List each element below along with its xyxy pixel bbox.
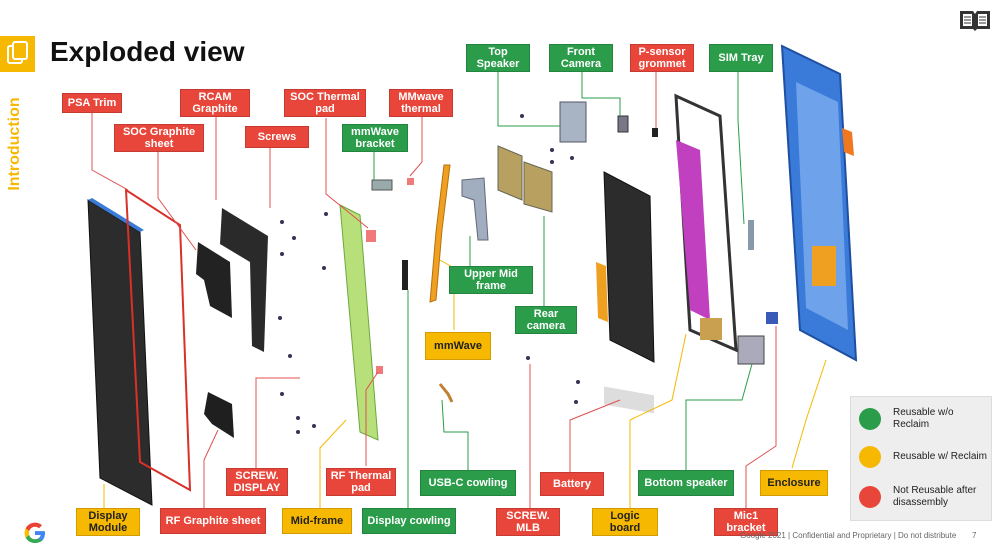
legend-text: Not Reusable after disassembly xyxy=(893,485,977,508)
legend-item-reusable-reclaim: Reusable w/ Reclaim xyxy=(859,446,987,468)
psa-trim-part xyxy=(124,188,192,492)
legend-dot-yellow xyxy=(859,446,881,468)
label-sim-tray: SIM Tray xyxy=(709,44,773,72)
page-number: 7 xyxy=(972,531,977,540)
legend: Reusable w/o Reclaim Reusable w/ Reclaim… xyxy=(850,396,992,521)
usb-c-cowling-part xyxy=(438,383,454,403)
mid-frame-part xyxy=(339,204,379,441)
p-sensor-grommet-part xyxy=(652,128,658,137)
label-battery: Battery xyxy=(540,472,604,496)
label-soc-thermal-pad: SOC Thermal pad xyxy=(284,89,366,117)
label-logic-board: Logic board xyxy=(592,508,658,536)
legend-dot-red xyxy=(859,486,881,508)
label-mmwave: mmWave xyxy=(425,332,491,360)
label-screw-display: SCREW. DISPLAY xyxy=(226,468,288,496)
mic1-bracket-part xyxy=(766,312,778,324)
label-mmwave-thermal: MMwave thermal xyxy=(389,89,453,117)
mmwave-part xyxy=(429,164,451,303)
display-cowling-part xyxy=(402,260,408,290)
book-icon xyxy=(958,8,992,37)
legend-item-reusable-no-reclaim: Reusable w/o Reclaim xyxy=(859,407,991,431)
label-mmwave-bracket: mmWave bracket xyxy=(342,124,408,152)
logic-board-part xyxy=(674,93,738,353)
sim-tray-part xyxy=(748,220,754,250)
label-rf-thermal-pad: RF Thermal pad xyxy=(326,468,396,496)
label-p-sensor-grommet: P-sensor grommet xyxy=(630,44,694,72)
soc-thermal-pad-part xyxy=(366,230,376,242)
label-soc-graphite-sheet: SOC Graphite sheet xyxy=(114,124,204,152)
label-mid-frame: Mid-frame xyxy=(282,508,352,534)
enclosure-part xyxy=(780,44,858,362)
legend-text: Reusable w/o Reclaim xyxy=(893,407,954,430)
legend-text: Reusable w/ Reclaim xyxy=(893,451,987,462)
label-display-module: Display Module xyxy=(76,508,140,536)
legend-item-not-reusable: Not Reusable after disassembly xyxy=(859,485,991,509)
google-logo xyxy=(22,520,48,553)
mmwave-bracket-part xyxy=(371,179,393,191)
label-front-camera: Front Camera xyxy=(549,44,613,72)
label-rear-camera: Rear camera xyxy=(515,306,577,334)
label-top-speaker: Top Speaker xyxy=(466,44,530,72)
rear-camera-part xyxy=(497,145,553,213)
soc-graphite-part xyxy=(196,242,232,318)
mmwave-thermal-part xyxy=(407,178,414,185)
screws-part xyxy=(278,114,580,434)
label-display-cowling: Display cowling xyxy=(362,508,456,534)
rf-thermal-pad-part xyxy=(376,366,383,374)
slide-title: Exploded view xyxy=(50,36,245,67)
bottom-speaker-part xyxy=(737,335,765,365)
label-screw-mlb: SCREW. MLB xyxy=(496,508,560,536)
label-psa-trim: PSA Trim xyxy=(62,93,122,113)
label-enclosure: Enclosure xyxy=(760,470,828,496)
label-screws: Screws xyxy=(245,126,309,148)
front-camera-part xyxy=(617,115,629,133)
rf-graphite-part xyxy=(204,392,234,438)
label-usb-c-cowling: USB-C cowling xyxy=(420,470,516,496)
display-module-part xyxy=(87,198,153,506)
footer-text: Google 2021 | Confidential and Proprieta… xyxy=(740,531,957,540)
copy-icon xyxy=(0,36,35,72)
label-rcam-graphite: RCAM Graphite xyxy=(180,89,250,117)
label-mic1-bracket: Mic1 bracket xyxy=(714,508,778,536)
rcam-graphite-part xyxy=(220,208,268,352)
label-bottom-speaker: Bottom speaker xyxy=(638,470,734,496)
upper-mid-frame-part xyxy=(461,177,489,241)
battery-part xyxy=(596,171,655,414)
top-speaker-part xyxy=(559,101,587,143)
legend-dot-green xyxy=(859,408,881,430)
label-upper-mid-frame: Upper Mid frame xyxy=(449,266,533,294)
label-rf-graphite-sheet: RF Graphite sheet xyxy=(160,508,266,534)
